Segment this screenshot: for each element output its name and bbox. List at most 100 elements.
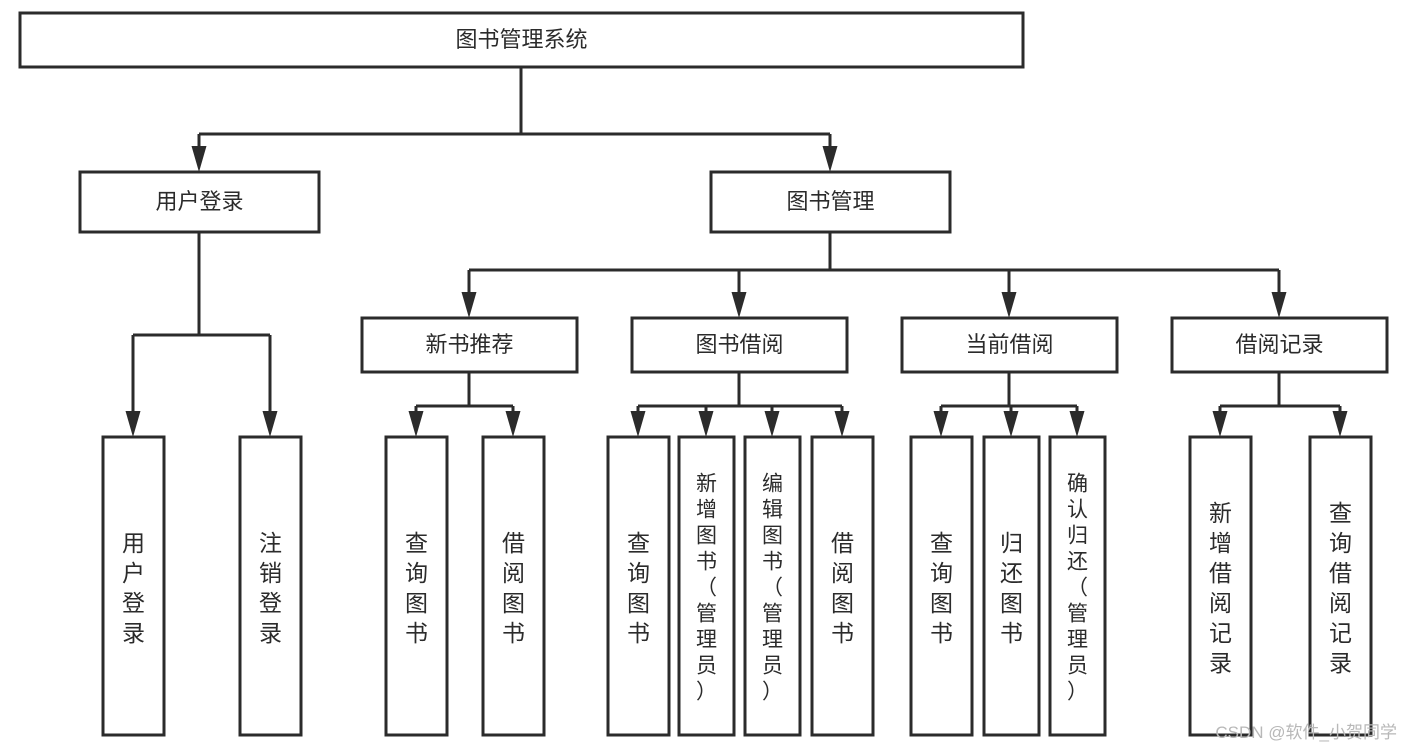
connector-borrow-record bbox=[1212, 372, 1348, 437]
node-user-login[interactable]: 用户登录 bbox=[78, 170, 321, 234]
node-label-char: （ bbox=[762, 577, 783, 600]
node-label: 借阅记录 bbox=[1235, 332, 1323, 357]
node-label-char: 编 bbox=[762, 473, 783, 496]
node-label-char: 询 bbox=[930, 560, 953, 586]
node-label-char: 图 bbox=[1000, 590, 1023, 616]
node-label: 用户登录 bbox=[155, 189, 243, 214]
node-label-char: 阅 bbox=[1209, 590, 1232, 616]
node-label: 图书管理系统 bbox=[455, 27, 587, 52]
node-label-char: 增 bbox=[696, 499, 717, 522]
node-leaf-1[interactable]: 用户登录 bbox=[101, 435, 166, 737]
node-label-char: 图 bbox=[930, 590, 953, 616]
node-label-char: 书 bbox=[405, 620, 428, 646]
node-label-char: 员 bbox=[1067, 655, 1088, 678]
node-label-char: 记 bbox=[1209, 620, 1232, 646]
node-current-borrow[interactable]: 当前借阅 bbox=[900, 316, 1119, 374]
node-label-char: 阅 bbox=[1329, 590, 1352, 616]
connector-layer bbox=[125, 67, 1348, 437]
node-label-char: ） bbox=[1067, 681, 1088, 704]
node-label-char: 图 bbox=[405, 590, 428, 616]
node-label-char: 书 bbox=[930, 620, 953, 646]
node-label-char: 认 bbox=[1067, 499, 1088, 522]
node-layer: 图书管理系统用户登录图书管理新书推荐图书借阅当前借阅借阅记录用户登录注销登录查询… bbox=[18, 11, 1389, 737]
node-label-char: 录 bbox=[122, 620, 145, 646]
node-label: 图书借阅 bbox=[695, 332, 783, 357]
node-label-char: 录 bbox=[1329, 650, 1352, 676]
node-label-char: 书 bbox=[1000, 620, 1023, 646]
node-label-char: 查 bbox=[627, 530, 650, 556]
connector-user-login bbox=[125, 232, 278, 437]
node-label-char: 录 bbox=[259, 620, 282, 646]
node-borrow-record[interactable]: 借阅记录 bbox=[1170, 316, 1389, 374]
node-label-char: （ bbox=[1067, 577, 1088, 600]
node-label-char: 新 bbox=[696, 473, 717, 496]
connector-current-borrow bbox=[933, 372, 1085, 437]
node-label-char: 理 bbox=[1067, 629, 1088, 652]
node-label-char: 记 bbox=[1329, 620, 1352, 646]
node-label-char: 还 bbox=[1000, 560, 1023, 586]
node-label-char: 录 bbox=[1209, 650, 1232, 676]
node-label-char: 归 bbox=[1000, 530, 1023, 556]
node-label-char: 查 bbox=[1329, 500, 1352, 526]
node-label-char: 理 bbox=[696, 629, 717, 652]
node-label-char: 还 bbox=[1067, 551, 1088, 574]
node-label-char: 书 bbox=[696, 551, 717, 574]
node-book-manage[interactable]: 图书管理 bbox=[709, 170, 952, 234]
node-label-char: （ bbox=[696, 577, 717, 600]
node-label-char: 增 bbox=[1209, 530, 1232, 556]
node-label-char: 书 bbox=[627, 620, 650, 646]
node-label-char: 图 bbox=[627, 590, 650, 616]
connector-book-borrow bbox=[630, 372, 850, 437]
node-label-char: 注 bbox=[259, 530, 282, 556]
node-label-char: 书 bbox=[762, 551, 783, 574]
node-label-char: 管 bbox=[696, 603, 717, 626]
node-label-char: 查 bbox=[405, 530, 428, 556]
node-label-char: 询 bbox=[1329, 530, 1352, 556]
node-label-char: 确 bbox=[1067, 473, 1088, 496]
node-label: 当前借阅 bbox=[965, 332, 1053, 357]
node-label: 新书推荐 bbox=[425, 332, 513, 357]
node-label-char: ） bbox=[762, 681, 783, 704]
node-label-char: 管 bbox=[762, 603, 783, 626]
node-new-book-rec[interactable]: 新书推荐 bbox=[360, 316, 579, 374]
node-label: 图书管理 bbox=[786, 189, 874, 214]
node-label-char: 登 bbox=[259, 590, 282, 616]
node-book-borrow[interactable]: 图书借阅 bbox=[630, 316, 849, 374]
node-label-char: 辑 bbox=[762, 499, 783, 522]
node-label-char: 管 bbox=[1067, 603, 1088, 626]
node-label-char: 询 bbox=[405, 560, 428, 586]
node-root[interactable]: 图书管理系统 bbox=[18, 11, 1025, 69]
csdn-watermark: CSDN @软件_小贺同学 bbox=[1215, 723, 1397, 742]
node-label-char: 图 bbox=[696, 525, 717, 548]
node-label-char: 户 bbox=[122, 560, 145, 586]
node-label-char: 登 bbox=[122, 590, 145, 616]
node-label-char: 用 bbox=[122, 530, 145, 556]
node-label-char: 询 bbox=[627, 560, 650, 586]
node-label-char: 书 bbox=[831, 620, 854, 646]
node-label-char: 图 bbox=[502, 590, 525, 616]
node-label-char: 借 bbox=[831, 530, 854, 556]
node-label-char: ） bbox=[696, 681, 717, 704]
node-label-char: 员 bbox=[762, 655, 783, 678]
node-label-char: 借 bbox=[1209, 560, 1232, 586]
node-label-char: 图 bbox=[831, 590, 854, 616]
node-label-char: 阅 bbox=[502, 560, 525, 586]
connector-book-manage bbox=[461, 232, 1287, 318]
node-label-char: 销 bbox=[259, 560, 282, 586]
connector-new-book-rec bbox=[408, 372, 521, 437]
node-label-char: 图 bbox=[762, 525, 783, 548]
